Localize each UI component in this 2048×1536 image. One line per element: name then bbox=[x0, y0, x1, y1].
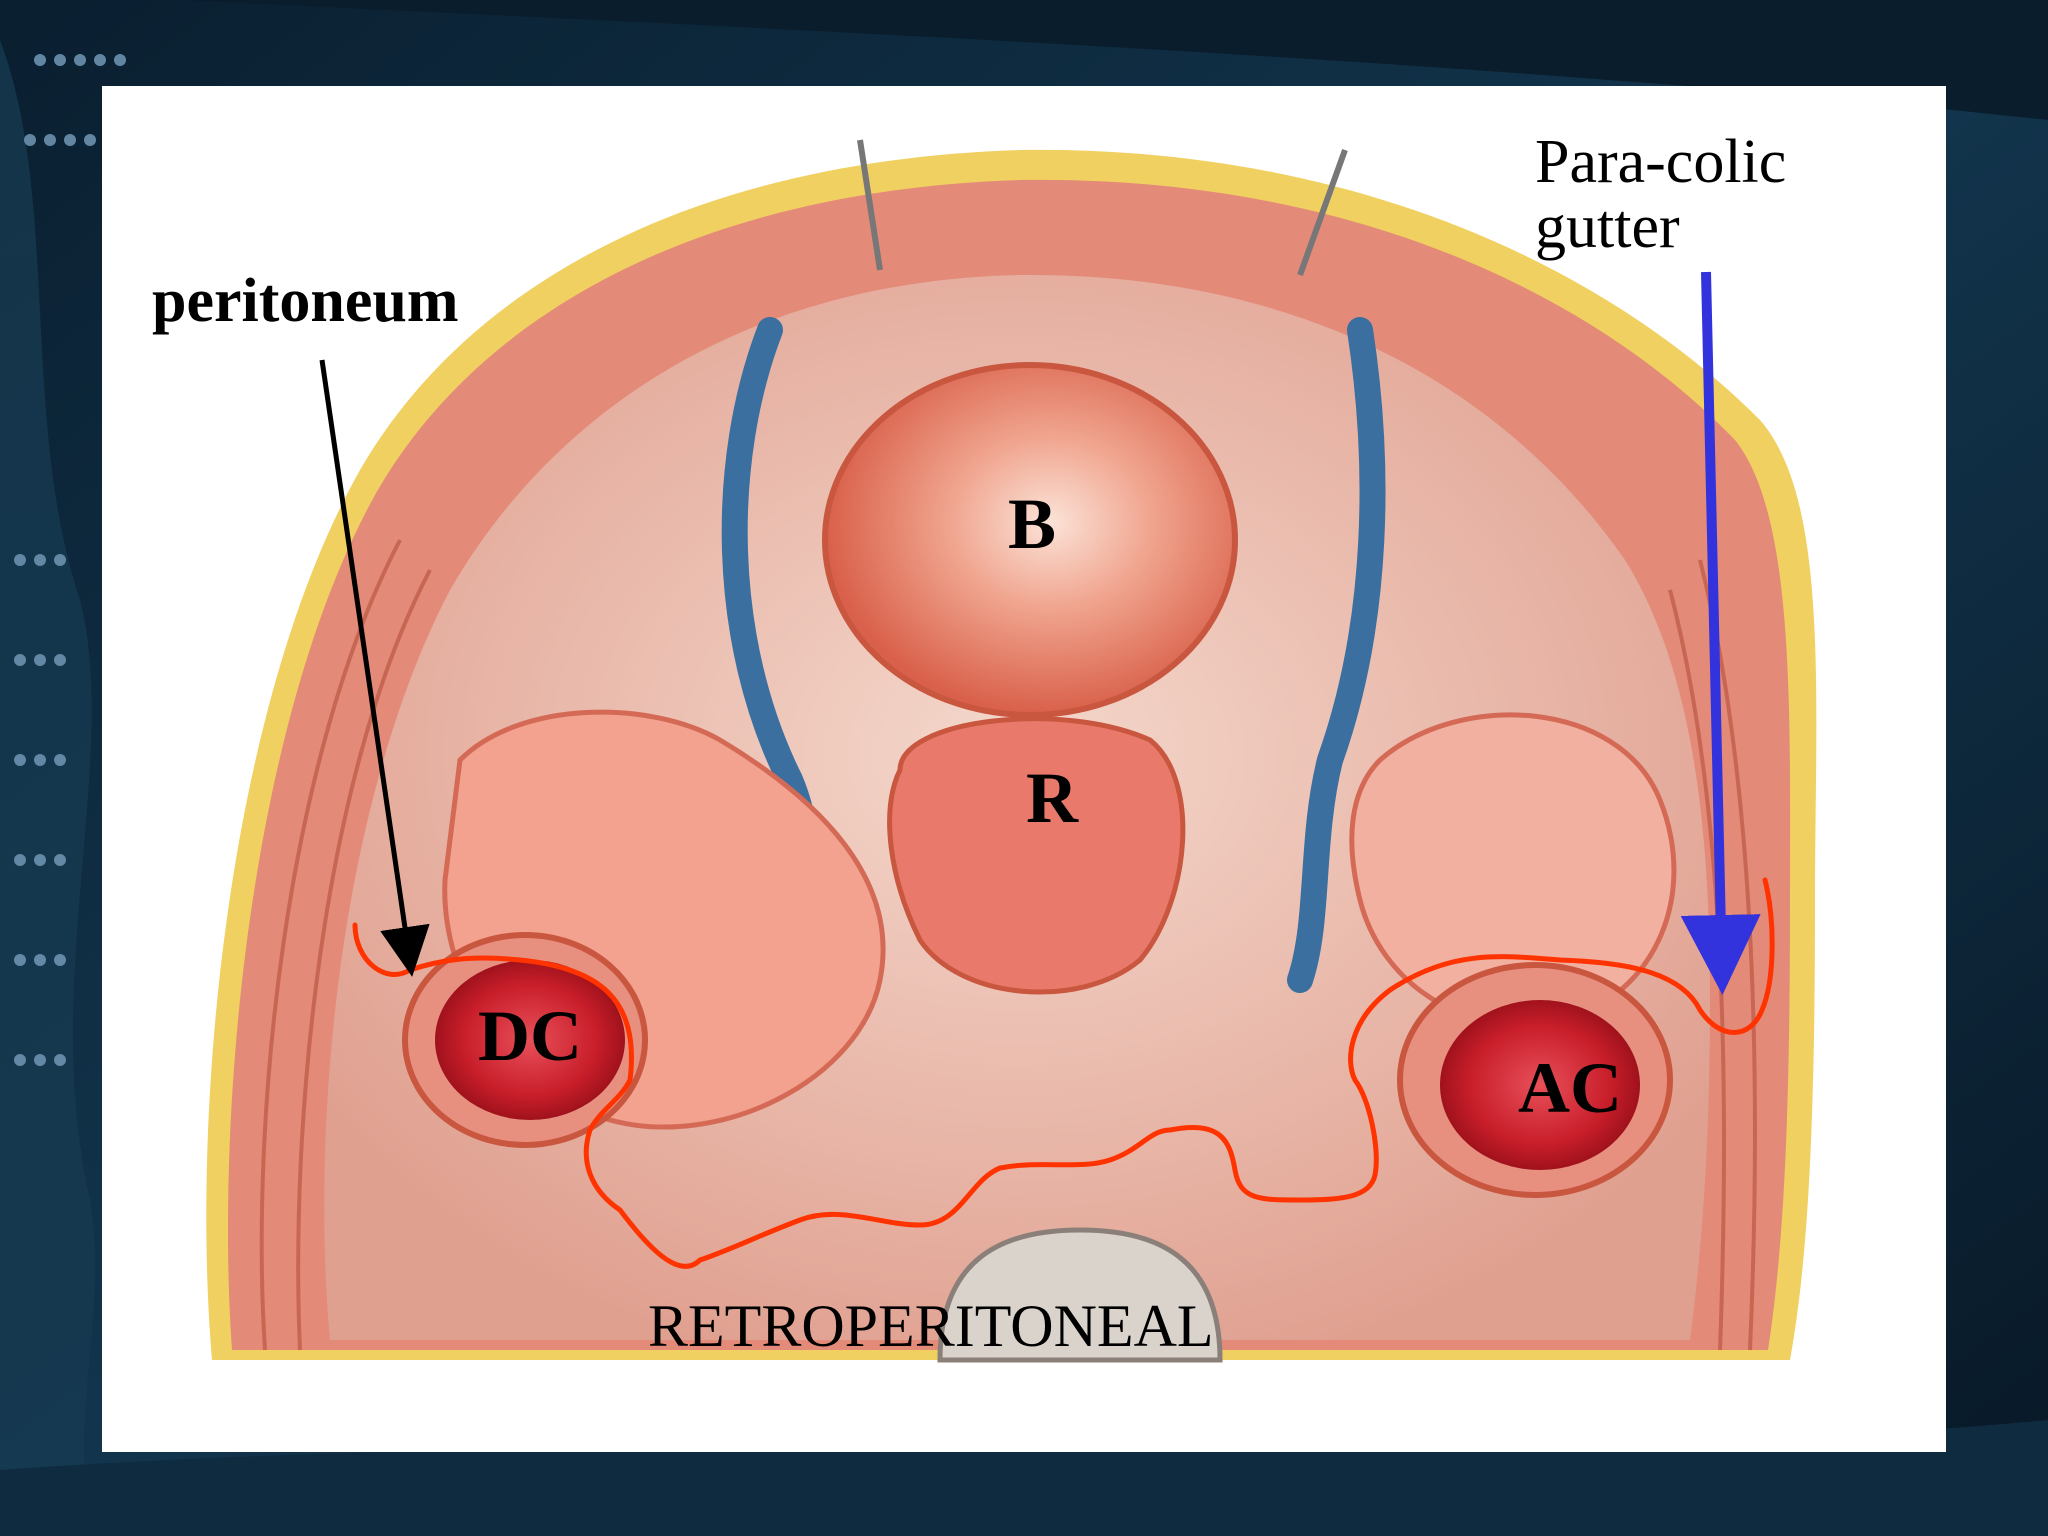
right-iliac-vessel bbox=[1287, 317, 1386, 993]
paracolic-label-line1: Para-colic bbox=[1535, 128, 1787, 196]
peritoneum-label: peritoneum bbox=[152, 267, 459, 335]
retractor-left bbox=[857, 139, 883, 271]
ascending-colon-lumen bbox=[1440, 1000, 1640, 1170]
peritoneum-arrow bbox=[319, 359, 430, 977]
descending-colon-lumen bbox=[435, 960, 625, 1120]
bladder bbox=[822, 362, 1238, 718]
bladder-label: B bbox=[1008, 484, 1057, 564]
anatomy-illustration bbox=[206, 139, 1817, 1363]
retractor-right bbox=[1297, 148, 1348, 277]
descending-colon-label: DC bbox=[478, 996, 582, 1076]
ascending-colon-label: AC bbox=[1518, 1048, 1622, 1128]
dna-decoration bbox=[0, 40, 126, 1536]
vertebra bbox=[937, 1227, 1223, 1363]
peritoneum-outline bbox=[352, 877, 1775, 1269]
top-swoosh bbox=[180, 0, 2048, 120]
paracolic-gutter-label: Para-colic gutter bbox=[1535, 128, 1787, 262]
paracolic-arrow bbox=[1680, 271, 1761, 995]
rectum bbox=[887, 716, 1186, 995]
paracolic-label-line2: gutter bbox=[1535, 193, 1680, 262]
retroperitoneal-label: RETROPERITONEAL bbox=[648, 1293, 1214, 1359]
rectum-label: R bbox=[1026, 758, 1078, 838]
